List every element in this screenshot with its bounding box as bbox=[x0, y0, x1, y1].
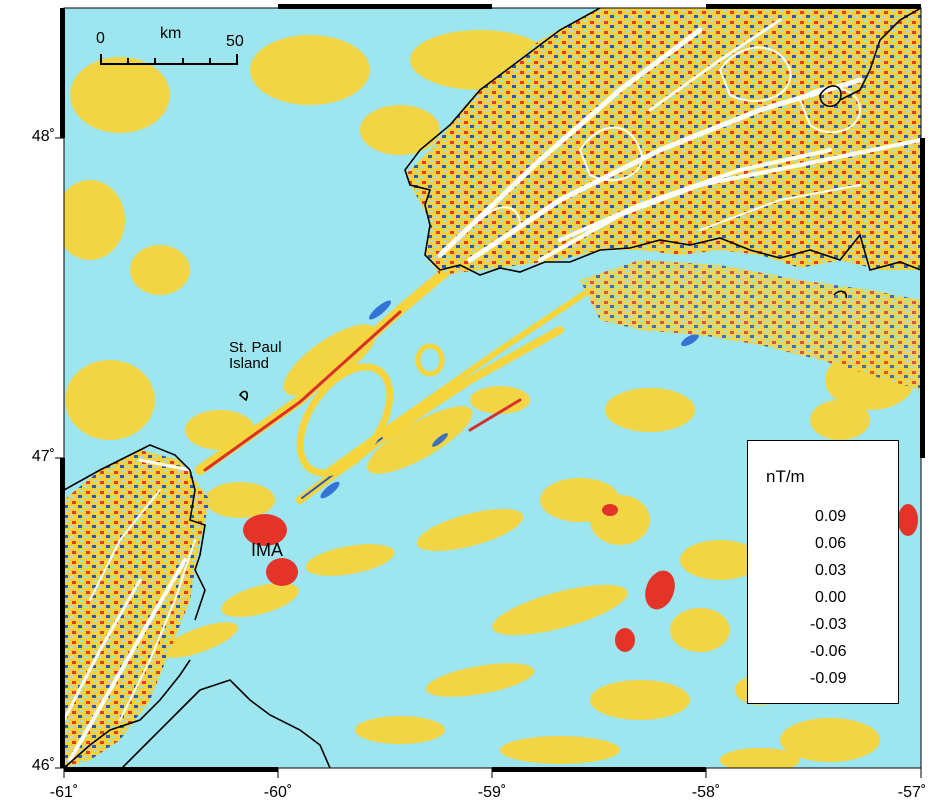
y-tick-label: 48˚ bbox=[31, 128, 55, 145]
colorbar-tick-label: 0.09 bbox=[815, 508, 847, 525]
colorbar-tick-label: -0.09 bbox=[810, 670, 847, 687]
scale-bar bbox=[100, 54, 238, 65]
x-tick-label: -60˚ bbox=[263, 784, 293, 801]
scale-bar-end: 50 bbox=[226, 33, 244, 50]
x-tick-label: -58˚ bbox=[691, 784, 721, 801]
anomaly-trend-belts bbox=[195, 255, 593, 504]
x-tick-label: -57˚ bbox=[897, 784, 927, 801]
positive-anomaly-areas bbox=[64, 30, 915, 768]
anomaly-field bbox=[64, 8, 921, 768]
scale-bar-start: 0 bbox=[96, 30, 105, 47]
legend-unit: nT/m bbox=[766, 467, 805, 486]
y-tick-label: 46˚ bbox=[31, 757, 55, 774]
colorbar-tick-label: 0.06 bbox=[815, 535, 847, 552]
fault-lines bbox=[64, 18, 921, 762]
negative-anomalies bbox=[320, 300, 699, 499]
colorbar-tick-label: -0.03 bbox=[810, 616, 847, 633]
ima-label: IMA bbox=[251, 540, 284, 560]
y-tick-label: 47˚ bbox=[31, 448, 55, 465]
x-tick-label: -59˚ bbox=[477, 784, 507, 801]
legend: nT/m bbox=[747, 440, 899, 704]
map-frame bbox=[55, 4, 925, 778]
colorbar-tick-label: -0.06 bbox=[810, 643, 847, 660]
st-paul-island-label: St. Paul Island bbox=[229, 339, 282, 372]
onshore-newfoundland bbox=[405, 8, 921, 275]
coastlines bbox=[64, 8, 921, 768]
x-tick-label: -61˚ bbox=[49, 784, 79, 801]
colorbar-tick-label: 0.03 bbox=[815, 562, 847, 579]
colorbar-tick-label: 0.00 bbox=[815, 589, 847, 606]
strong-positive-anomalies bbox=[243, 504, 918, 652]
onshore-cape-breton bbox=[64, 450, 210, 768]
scale-bar-unit: km bbox=[160, 25, 182, 42]
